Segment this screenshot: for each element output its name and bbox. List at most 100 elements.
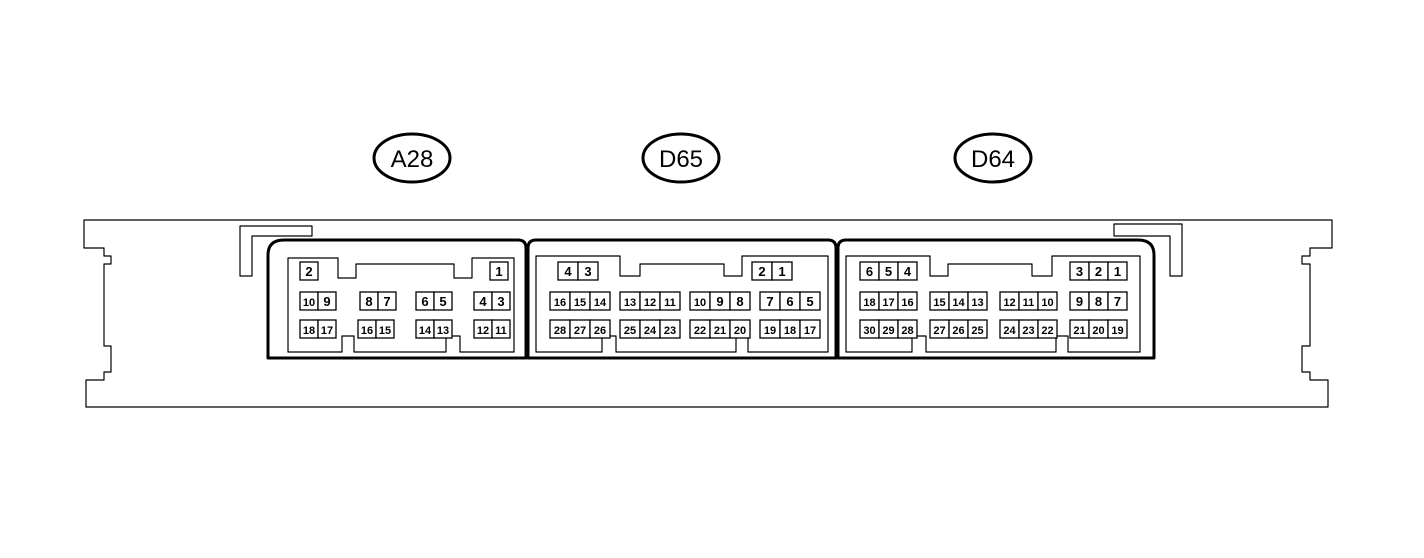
pin-25: 25 [619, 319, 641, 339]
pin-3: 3 [577, 261, 599, 281]
pin-number: 21 [714, 325, 726, 337]
pin-cell [377, 291, 397, 311]
pin-12: 12 [473, 319, 493, 339]
pin-number: 18 [784, 325, 796, 337]
pin-number: 11 [664, 297, 676, 309]
pin-4: 4 [473, 291, 493, 311]
pin-12: 12 [999, 291, 1020, 311]
pin-10: 10 [689, 291, 711, 311]
pin-24: 24 [999, 319, 1020, 339]
pin-number: 9 [716, 294, 723, 309]
pin-cell [589, 319, 611, 339]
pin-number: 5 [806, 294, 813, 309]
pin-number: 22 [694, 325, 706, 337]
pin-number: 23 [1022, 325, 1034, 337]
pin-number: 8 [736, 294, 743, 309]
pin-number: 14 [952, 297, 965, 309]
pin-21: 21 [1069, 319, 1090, 339]
pin-number: 24 [644, 325, 657, 337]
connector-label-text: D65 [659, 146, 703, 173]
pin-cell [659, 319, 681, 339]
pin-3: 3 [1069, 261, 1090, 281]
pin-number: 15 [574, 297, 586, 309]
pin-number: 5 [439, 294, 446, 309]
pin-number: 12 [477, 325, 489, 337]
pin-number: 14 [419, 325, 432, 337]
pin-number: 1 [495, 264, 502, 279]
pin-25: 25 [967, 319, 988, 339]
pin-number: 1 [778, 264, 785, 279]
pin-cell [1037, 319, 1058, 339]
pin-20: 20 [729, 319, 751, 339]
pin-14: 14 [948, 291, 969, 311]
pin-cell [799, 319, 821, 339]
pin-cell [659, 291, 681, 311]
pin-16: 16 [357, 319, 377, 339]
pin-cell [1107, 261, 1128, 281]
pin-11: 11 [1018, 291, 1039, 311]
pin-15: 15 [929, 291, 950, 311]
pin-number: 21 [1073, 325, 1085, 337]
pin-number: 20 [734, 325, 746, 337]
label-oval [372, 132, 452, 184]
pin-cell [729, 291, 751, 311]
pin-number: 11 [1023, 297, 1035, 309]
pin-number: 10 [303, 297, 315, 309]
pin-number: 19 [1111, 325, 1123, 337]
pin-number: 6 [786, 294, 793, 309]
pin-4: 4 [897, 261, 918, 281]
pin-cell [317, 291, 337, 311]
pin-number: 4 [479, 294, 487, 309]
label-oval [641, 132, 721, 184]
pin-26: 26 [589, 319, 611, 339]
pin-16: 16 [897, 291, 918, 311]
pin-number: 20 [1092, 325, 1104, 337]
pin-cell [729, 319, 751, 339]
pin-number: 5 [885, 264, 892, 279]
pin-number: 18 [303, 325, 315, 337]
pin-number: 26 [952, 325, 964, 337]
pin-cell [967, 291, 988, 311]
pin-number: 29 [882, 325, 894, 337]
pin-number: 13 [437, 325, 449, 337]
pin-13: 13 [433, 319, 453, 339]
connector-label-text: D64 [971, 146, 1015, 173]
pin-number: 13 [971, 297, 983, 309]
pin-16: 16 [549, 291, 571, 311]
pin-cell [967, 319, 988, 339]
pin-cell [897, 319, 918, 339]
pin-1: 1 [1107, 261, 1128, 281]
label-oval [953, 132, 1033, 184]
pin-20: 20 [1088, 319, 1109, 339]
pin-number: 6 [421, 294, 428, 309]
ecu-housing [83, 219, 1333, 408]
pin-5: 5 [433, 291, 453, 311]
pin-15: 15 [375, 319, 395, 339]
pin-28: 28 [897, 319, 918, 339]
pin-7: 7 [759, 291, 781, 311]
pin-number: 8 [365, 294, 372, 309]
pin-number: 19 [764, 325, 776, 337]
pin-number: 25 [971, 325, 983, 337]
pin-9: 9 [317, 291, 337, 311]
connector-label-d65: D65 [641, 132, 721, 184]
pin-12: 12 [639, 291, 661, 311]
pin-number: 28 [901, 325, 913, 337]
pin-cell [1107, 291, 1128, 311]
pin-number: 16 [361, 325, 373, 337]
pin-number: 10 [1041, 297, 1053, 309]
pin-28: 28 [549, 319, 571, 339]
pin-cell [491, 291, 511, 311]
pin-8: 8 [1088, 291, 1109, 311]
pin-number: 4 [564, 264, 572, 279]
pin-18: 18 [779, 319, 801, 339]
pin-19: 19 [759, 319, 781, 339]
pin-number: 12 [644, 297, 656, 309]
pin-cell [433, 291, 453, 311]
pin-number: 3 [497, 294, 504, 309]
pin-17: 17 [878, 291, 899, 311]
pin-17: 17 [317, 319, 337, 339]
